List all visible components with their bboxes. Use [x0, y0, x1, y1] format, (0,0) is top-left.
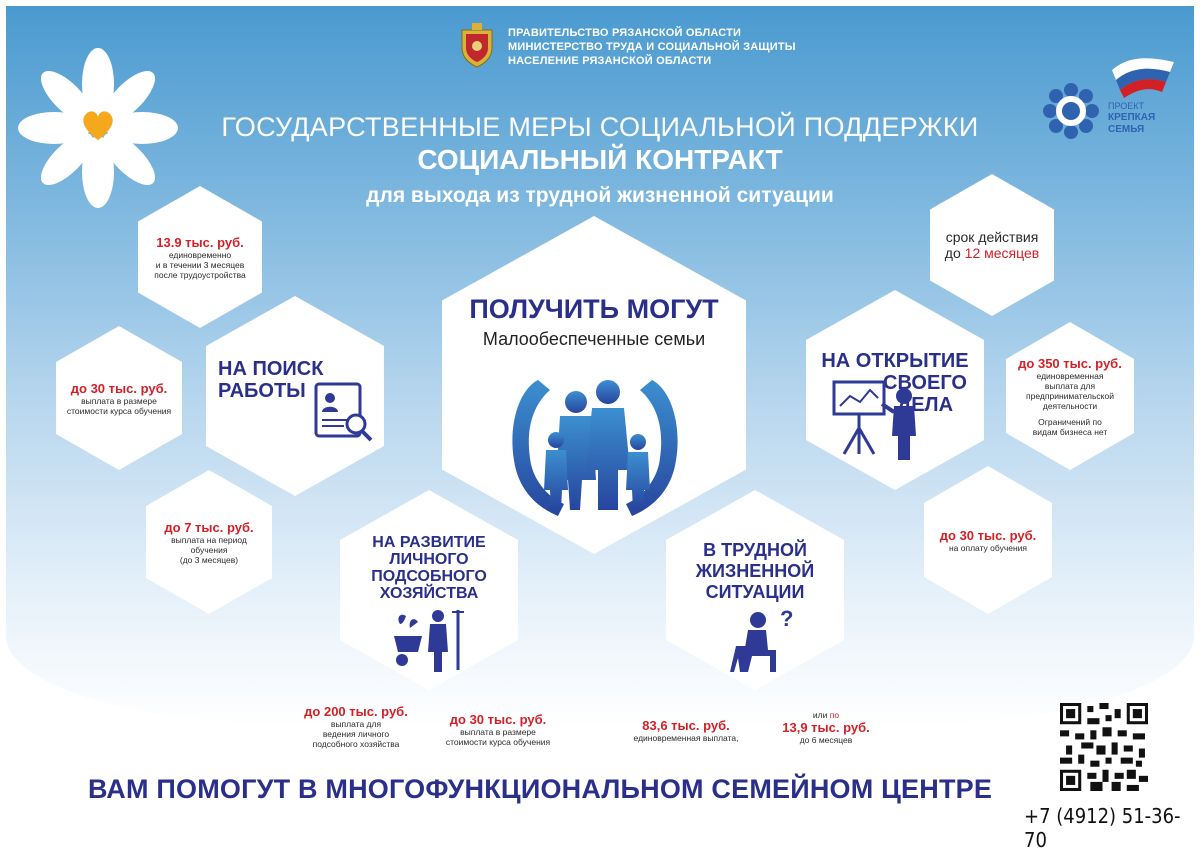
payment-hardship-13-9: или по 13,9 тыс. руб. до 6 месяцев [760, 710, 892, 745]
thinking-person-icon: ? [730, 608, 793, 672]
farm-line-3: ПОДСОБНОГО [371, 568, 487, 585]
hex-job-search: НА ПОИСК РАБОТЫ [206, 296, 384, 496]
text-line: выплата на период [171, 534, 247, 545]
project-prefix: ПРОЕКТ [1108, 101, 1145, 111]
regional-crest-icon [461, 23, 493, 68]
text-line: единовременно [168, 249, 232, 260]
ministry-header: ПРАВИТЕЛЬСТВО РЯЗАНСКОЙ ОБЛАСТИ МИНИСТЕР… [508, 26, 796, 68]
ministry-line-1: ПРАВИТЕЛЬСТВО РЯЗАНСКОЙ ОБЛАСТИ [508, 27, 742, 39]
farmer-wheelbarrow-icon [394, 610, 464, 672]
resume-search-icon [314, 382, 373, 442]
center-title: ПОЛУЧИТЬ МОГУТ [469, 294, 719, 324]
hex-study-30-right: до 30 тыс. руб. на оплату обучения [924, 466, 1052, 614]
text-by: по [829, 710, 840, 720]
center-subtitle: Малообеспеченные семьи [482, 329, 706, 349]
job-search-line-1: НА ПОИСК [218, 358, 324, 380]
phone-number[interactable]: +7 (4912) 51-36-70 [1024, 804, 1181, 848]
text-line: выплата в размере [460, 727, 536, 737]
project-label: ПРОЕКТ КРЕПКАЯ СЕМЬЯ [1108, 100, 1155, 136]
payment-farm-course-30: до 30 тыс. руб. выплата в размере стоимо… [432, 712, 564, 747]
footer-title: ВАМ ПОМОГУТ В МНОГОФУНКЦИОНАЛЬНОМ СЕМЕЙН… [87, 774, 993, 804]
qr-code[interactable] [1060, 702, 1148, 792]
text-line: Ограничений по [1038, 416, 1102, 427]
text-line: обучения [190, 544, 228, 555]
text-line: деятельности [1042, 400, 1098, 411]
hex-course-30-left: до 30 тыс. руб. выплата в размере стоимо… [56, 326, 182, 470]
hardship-line-1: В ТРУДНОЙ [703, 540, 807, 560]
amount-13-9: 13.9 тыс. руб. [156, 234, 244, 250]
hex-business-350: до 350 тыс. руб. единовременная выплата … [1006, 322, 1134, 470]
term-value: 12 месяцев [964, 245, 1040, 261]
title-line-3: для выхода из трудной жизненной ситуации [366, 184, 834, 207]
ministry-line-3: НАСЕЛЕНИЕ РЯЗАНСКОЙ ОБЛАСТИ [508, 55, 712, 67]
text-line: единовременная выплата, [633, 733, 739, 743]
text-line: до 6 месяцев [799, 735, 853, 745]
text-line: выплата для [330, 719, 382, 729]
text-line: ведения личного [322, 729, 390, 739]
text-line: на оплату обучения [948, 542, 1028, 553]
russia-flag-wave-icon [1112, 58, 1174, 98]
business-line-1: НА ОТКРЫТИЕ [821, 350, 969, 372]
text-line: выплата в размере [81, 395, 157, 406]
term-prefix: до [944, 245, 961, 261]
text-line: предпринимательской [1026, 390, 1114, 401]
hardship-line-3: СИТУАЦИИ [705, 582, 805, 602]
payment-hardship-83-6: 83,6 тыс. руб. единовременная выплата, [620, 718, 752, 743]
farm-line-4: ХОЗЯЙСТВА [379, 585, 479, 602]
text-line: единовременная [1036, 370, 1104, 381]
amount-30-course: до 30 тыс. руб. [70, 380, 168, 396]
text-line: выплата для [1044, 380, 1096, 391]
hex-period-7: до 7 тыс. руб. выплата на период обучени… [146, 470, 272, 614]
amount-83-6: 83,6 тыс. руб. [642, 718, 730, 733]
family-hands-icon [512, 380, 678, 516]
project-name-2: СЕМЬЯ [1108, 124, 1145, 135]
text-line: (до 3 месяцев) [179, 554, 239, 565]
amount-30-study: до 30 тыс. руб. [939, 527, 1037, 543]
amount-200: до 200 тыс. руб. [304, 704, 408, 719]
project-name-1: КРЕПКАЯ [1108, 112, 1156, 123]
text-line: стоимости курса обучения [66, 405, 172, 416]
amount-13-9-monthly: 13,9 тыс. руб. [782, 720, 870, 735]
farm-line-1: НА РАЗВИТИЕ [372, 534, 486, 551]
text-line: и в течении 3 месяцев [155, 259, 245, 270]
hex-business: НА ОТКРЫТИЕ СВОЕГО ДЕЛА [806, 290, 984, 490]
presenter-chart-icon [832, 380, 916, 460]
amount-350: до 350 тыс. руб. [1018, 355, 1122, 371]
term-label: срок действия [945, 229, 1039, 245]
job-search-line-2: РАБОТЫ [218, 380, 306, 402]
krepkaya-semya-logo [1043, 83, 1099, 139]
title-line-2: СОЦИАЛЬНЫЙ КОНТРАКТ [417, 144, 783, 175]
payment-farm-200: до 200 тыс. руб. выплата для ведения лич… [290, 704, 422, 749]
text-line: подсобного хозяйства [312, 739, 400, 749]
text-line: стоимости курса обучения [445, 737, 551, 747]
text-line: после трудоустройства [154, 269, 246, 280]
farm-line-2: ЛИЧНОГО [389, 551, 469, 568]
daisy-icon [18, 48, 178, 208]
ministry-line-2: МИНИСТЕРСТВО ТРУДА И СОЦИАЛЬНОЙ ЗАЩИТЫ [508, 41, 796, 53]
amount-30-farm-course: до 30 тыс. руб. [449, 712, 547, 727]
text-or: или [812, 710, 828, 720]
text-line: видам бизнеса нет [1032, 426, 1108, 437]
hardship-line-2: ЖИЗНЕННОЙ [695, 561, 815, 581]
title-line-1: ГОСУДАРСТВЕННЫЕ МЕРЫ СОЦИАЛЬНОЙ ПОДДЕРЖК… [221, 112, 979, 142]
amount-7: до 7 тыс. руб. [164, 519, 254, 535]
hex-center-eligible: ПОЛУЧИТЬ МОГУТ Малообеспеченные семьи [442, 216, 746, 554]
svg-text:?: ? [780, 608, 793, 631]
